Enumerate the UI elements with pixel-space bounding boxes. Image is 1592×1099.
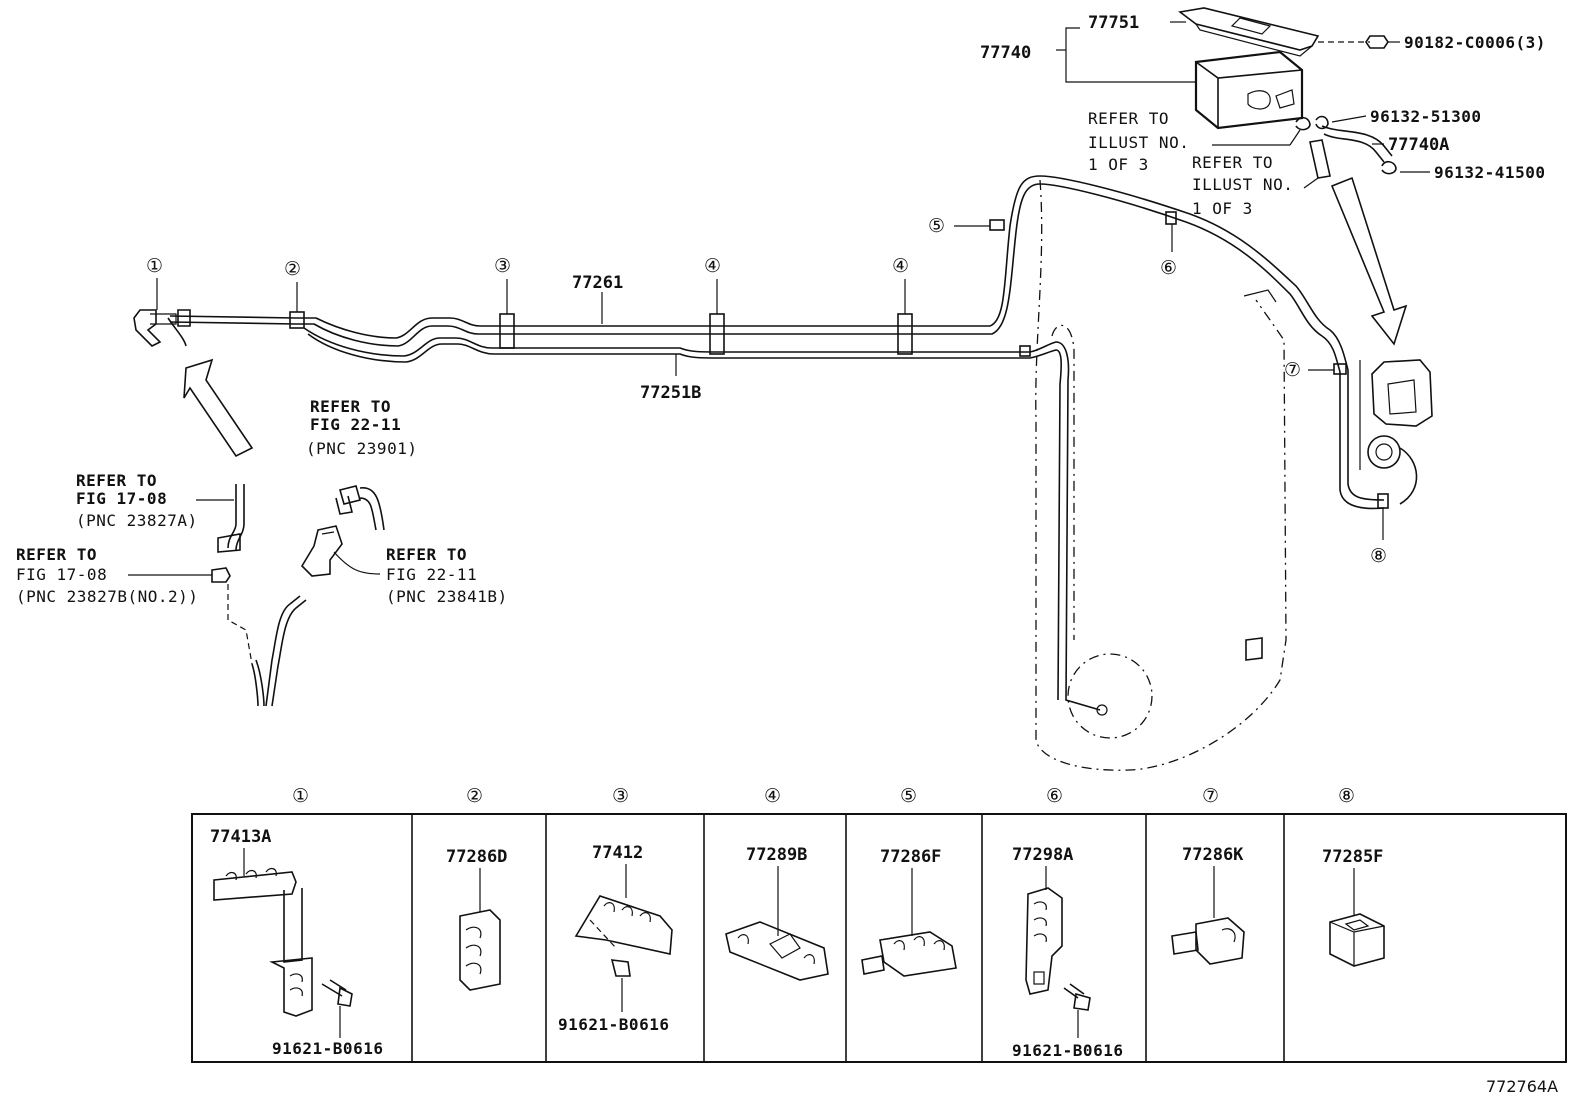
refer-illust-2-line1: REFER TO [1192, 153, 1273, 172]
charcoal-canister [1194, 50, 1304, 130]
refer-fig-17-08-a-line3: (PNC 23827A) [76, 511, 198, 530]
part-77412: 77412 [592, 843, 643, 863]
label-clamp-b: 96132-41500 [1434, 163, 1545, 182]
clamp-part-8-icon [1329, 913, 1385, 967]
table-num-4: ④ [764, 785, 781, 807]
callouts: ① ② ③ ④ ④ ⑤ ⑥ ⑦ ⑧ [146, 215, 1387, 567]
refer-fig-17-08-b-line3: (PNC 23827B(NO.2)) [16, 587, 198, 606]
callout-1: ① [146, 255, 163, 277]
refer-illust-2-line3: 1 OF 3 [1192, 199, 1253, 218]
table-num-5: ⑤ [900, 785, 917, 807]
label-nut: 90182-C0006(3) [1404, 33, 1546, 52]
direction-arrow-icon-left [183, 358, 254, 458]
part-77289b: 77289B [746, 845, 807, 865]
refer-fig-17-08-a-line1: REFER TO [76, 471, 157, 490]
part-77286d: 77286D [446, 847, 507, 867]
refer-fig-22-11-a-line2: FIG 22-11 [310, 415, 401, 434]
table-num-1: ① [292, 785, 309, 807]
part-77413a: 77413A [210, 827, 271, 847]
label-77261: 77261 [572, 273, 623, 293]
callout-7: ⑦ [1284, 359, 1301, 381]
clamp-part-4-icon [725, 921, 829, 981]
left-components [128, 484, 385, 707]
clamp-7 [1333, 363, 1347, 375]
nut-icon [1365, 35, 1389, 49]
clamp-icon [1295, 116, 1311, 131]
part-77286f: 77286F [880, 847, 941, 867]
label-77740: 77740 [980, 43, 1031, 63]
canister-bracket [1178, 7, 1320, 51]
table-num-6: ⑥ [1046, 785, 1063, 807]
refer-fig-22-11-b-line2: FIG 22-11 [386, 565, 477, 584]
refer-illust-1-line3: 1 OF 3 [1088, 155, 1149, 174]
refer-illust-1-line1: REFER TO [1088, 109, 1169, 128]
label-clamp-a: 96132-51300 [1370, 107, 1481, 126]
refer-illust-2-line2: ILLUST NO. [1192, 175, 1293, 194]
canister-assembly [1056, 7, 1430, 189]
table-num-3: ③ [612, 785, 629, 807]
refer-fig-22-11-b-line3: (PNC 23841B) [386, 587, 508, 606]
refer-illust-1-line2: ILLUST NO. [1088, 133, 1189, 152]
label-77751: 77751 [1088, 13, 1139, 33]
callout-2: ② [284, 258, 301, 280]
callout-4a: ④ [704, 255, 721, 277]
refer-fig-17-08-b-line2: FIG 17-08 [16, 565, 107, 584]
table-num-7: ⑦ [1202, 785, 1219, 807]
clamp-part-2-icon [459, 909, 501, 991]
callout-5: ⑤ [928, 215, 945, 237]
callout-4b: ④ [892, 255, 909, 277]
refer-fig-17-08-a-line2: FIG 17-08 [76, 489, 167, 508]
clamp-3 [499, 313, 515, 349]
label-77251b: 77251B [640, 383, 701, 403]
refer-fig-22-11-a-line1: REFER TO [310, 397, 391, 416]
part-bolt-3: 91621-B0616 [558, 1015, 669, 1034]
part-bolt-6: 91621-B0616 [1012, 1041, 1123, 1060]
table-num-8: ⑧ [1338, 785, 1355, 807]
callout-8: ⑧ [1370, 545, 1387, 567]
part-bolt-1: 91621-B0616 [272, 1039, 383, 1058]
clamp-part-6-icon [1025, 887, 1063, 995]
clamp-6 [1165, 211, 1177, 225]
clamp-2 [289, 311, 305, 329]
clamp-icon-b [1381, 160, 1397, 175]
clamp-8 [1377, 493, 1389, 509]
callout-6: ⑥ [1160, 257, 1177, 279]
fuel-tank-outline [1035, 179, 1287, 771]
clamp-part-1-icon [213, 871, 297, 901]
part-77285f: 77285F [1322, 847, 1383, 867]
clamp-part-3-icon [574, 895, 673, 955]
direction-arrow-icon [1330, 176, 1408, 346]
part-77298a: 77298A [1012, 845, 1073, 865]
label-hose: 77740A [1388, 135, 1449, 155]
refer-fig-22-11-b-line1: REFER TO [386, 545, 467, 564]
filler-neck [1371, 359, 1433, 427]
diagram-labels: 77751 77740 90182-C0006(3) 96132-51300 7… [16, 13, 1546, 606]
parts-table: ① ② ③ ④ ⑤ ⑥ ⑦ ⑧ 77413A 91621-B0616 77286… [191, 785, 1567, 1063]
clamp-part-7-icon [1195, 917, 1245, 965]
clamp-part-5-icon [879, 931, 957, 977]
connector-1 [133, 309, 162, 347]
callout-3: ③ [494, 255, 511, 277]
part-77286k: 77286K [1182, 845, 1244, 865]
refer-fig-17-08-b-line1: REFER TO [16, 545, 97, 564]
table-num-2: ② [466, 785, 483, 807]
clamp-5 [989, 219, 1005, 231]
refer-fig-22-11-a-line3: (PNC 23901) [306, 439, 417, 458]
figure-id: 772764A [1486, 1077, 1558, 1096]
